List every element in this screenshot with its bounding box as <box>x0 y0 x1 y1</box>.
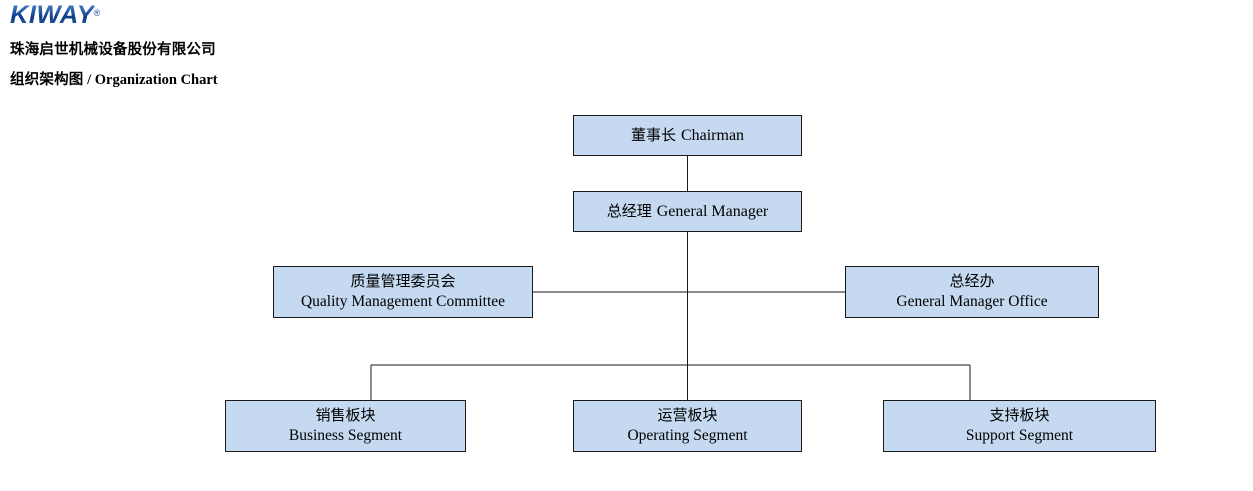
node-chairman-cn: 董事长 <box>630 126 676 144</box>
node-chairman-en: Chairman <box>680 126 745 144</box>
node-quality-management-committee[interactable]: 质量管理委员会 Quality Management Committee <box>273 266 533 318</box>
node-chairman-label: 董事长 Chairman <box>631 126 744 146</box>
node-support-segment[interactable]: 支持板块 Support Segment <box>883 400 1156 452</box>
company-name: 珠海启世机械设备股份有限公司 <box>10 42 216 58</box>
node-support-segment-cn: 支持板块 <box>989 406 1050 424</box>
node-general-manager-office-en: General Manager Office <box>896 292 1048 310</box>
logo-wordmark: KIWAY <box>10 1 95 29</box>
node-general-manager-cn: 总经理 <box>606 202 652 220</box>
page-title-separator: / <box>83 72 95 88</box>
node-business-segment-en: Business Segment <box>288 426 403 444</box>
registered-trademark-icon: ® <box>93 8 101 18</box>
node-general-manager[interactable]: 总经理 General Manager <box>573 191 802 232</box>
node-general-manager-office-cn: 总经办 <box>949 272 995 290</box>
node-operating-segment[interactable]: 运营板块 Operating Segment <box>573 400 802 452</box>
header-block: KIWAY® 珠海启世机械设备股份有限公司 组织架构图 / Organizati… <box>10 2 530 89</box>
kiway-logo: KIWAY® <box>10 2 530 28</box>
node-business-segment[interactable]: 销售板块 Business Segment <box>225 400 466 452</box>
node-operating-segment-en: Operating Segment <box>627 426 748 444</box>
node-business-segment-cn: 销售板块 <box>315 406 376 424</box>
node-general-manager-office[interactable]: 总经办 General Manager Office <box>845 266 1099 318</box>
page-title-en: Organization Chart <box>94 72 218 88</box>
node-chairman[interactable]: 董事长 Chairman <box>573 115 802 156</box>
page-title: 组织架构图 / Organization Chart <box>10 72 530 88</box>
node-support-segment-en: Support Segment <box>965 426 1074 444</box>
node-general-manager-en: General Manager <box>656 202 769 220</box>
node-quality-management-committee-cn: 质量管理委员会 <box>350 272 456 290</box>
node-general-manager-label: 总经理 General Manager <box>607 202 769 222</box>
page-title-cn: 组织架构图 <box>10 72 84 88</box>
node-quality-management-committee-en: Quality Management Committee <box>300 292 506 310</box>
node-operating-segment-cn: 运营板块 <box>657 406 718 424</box>
